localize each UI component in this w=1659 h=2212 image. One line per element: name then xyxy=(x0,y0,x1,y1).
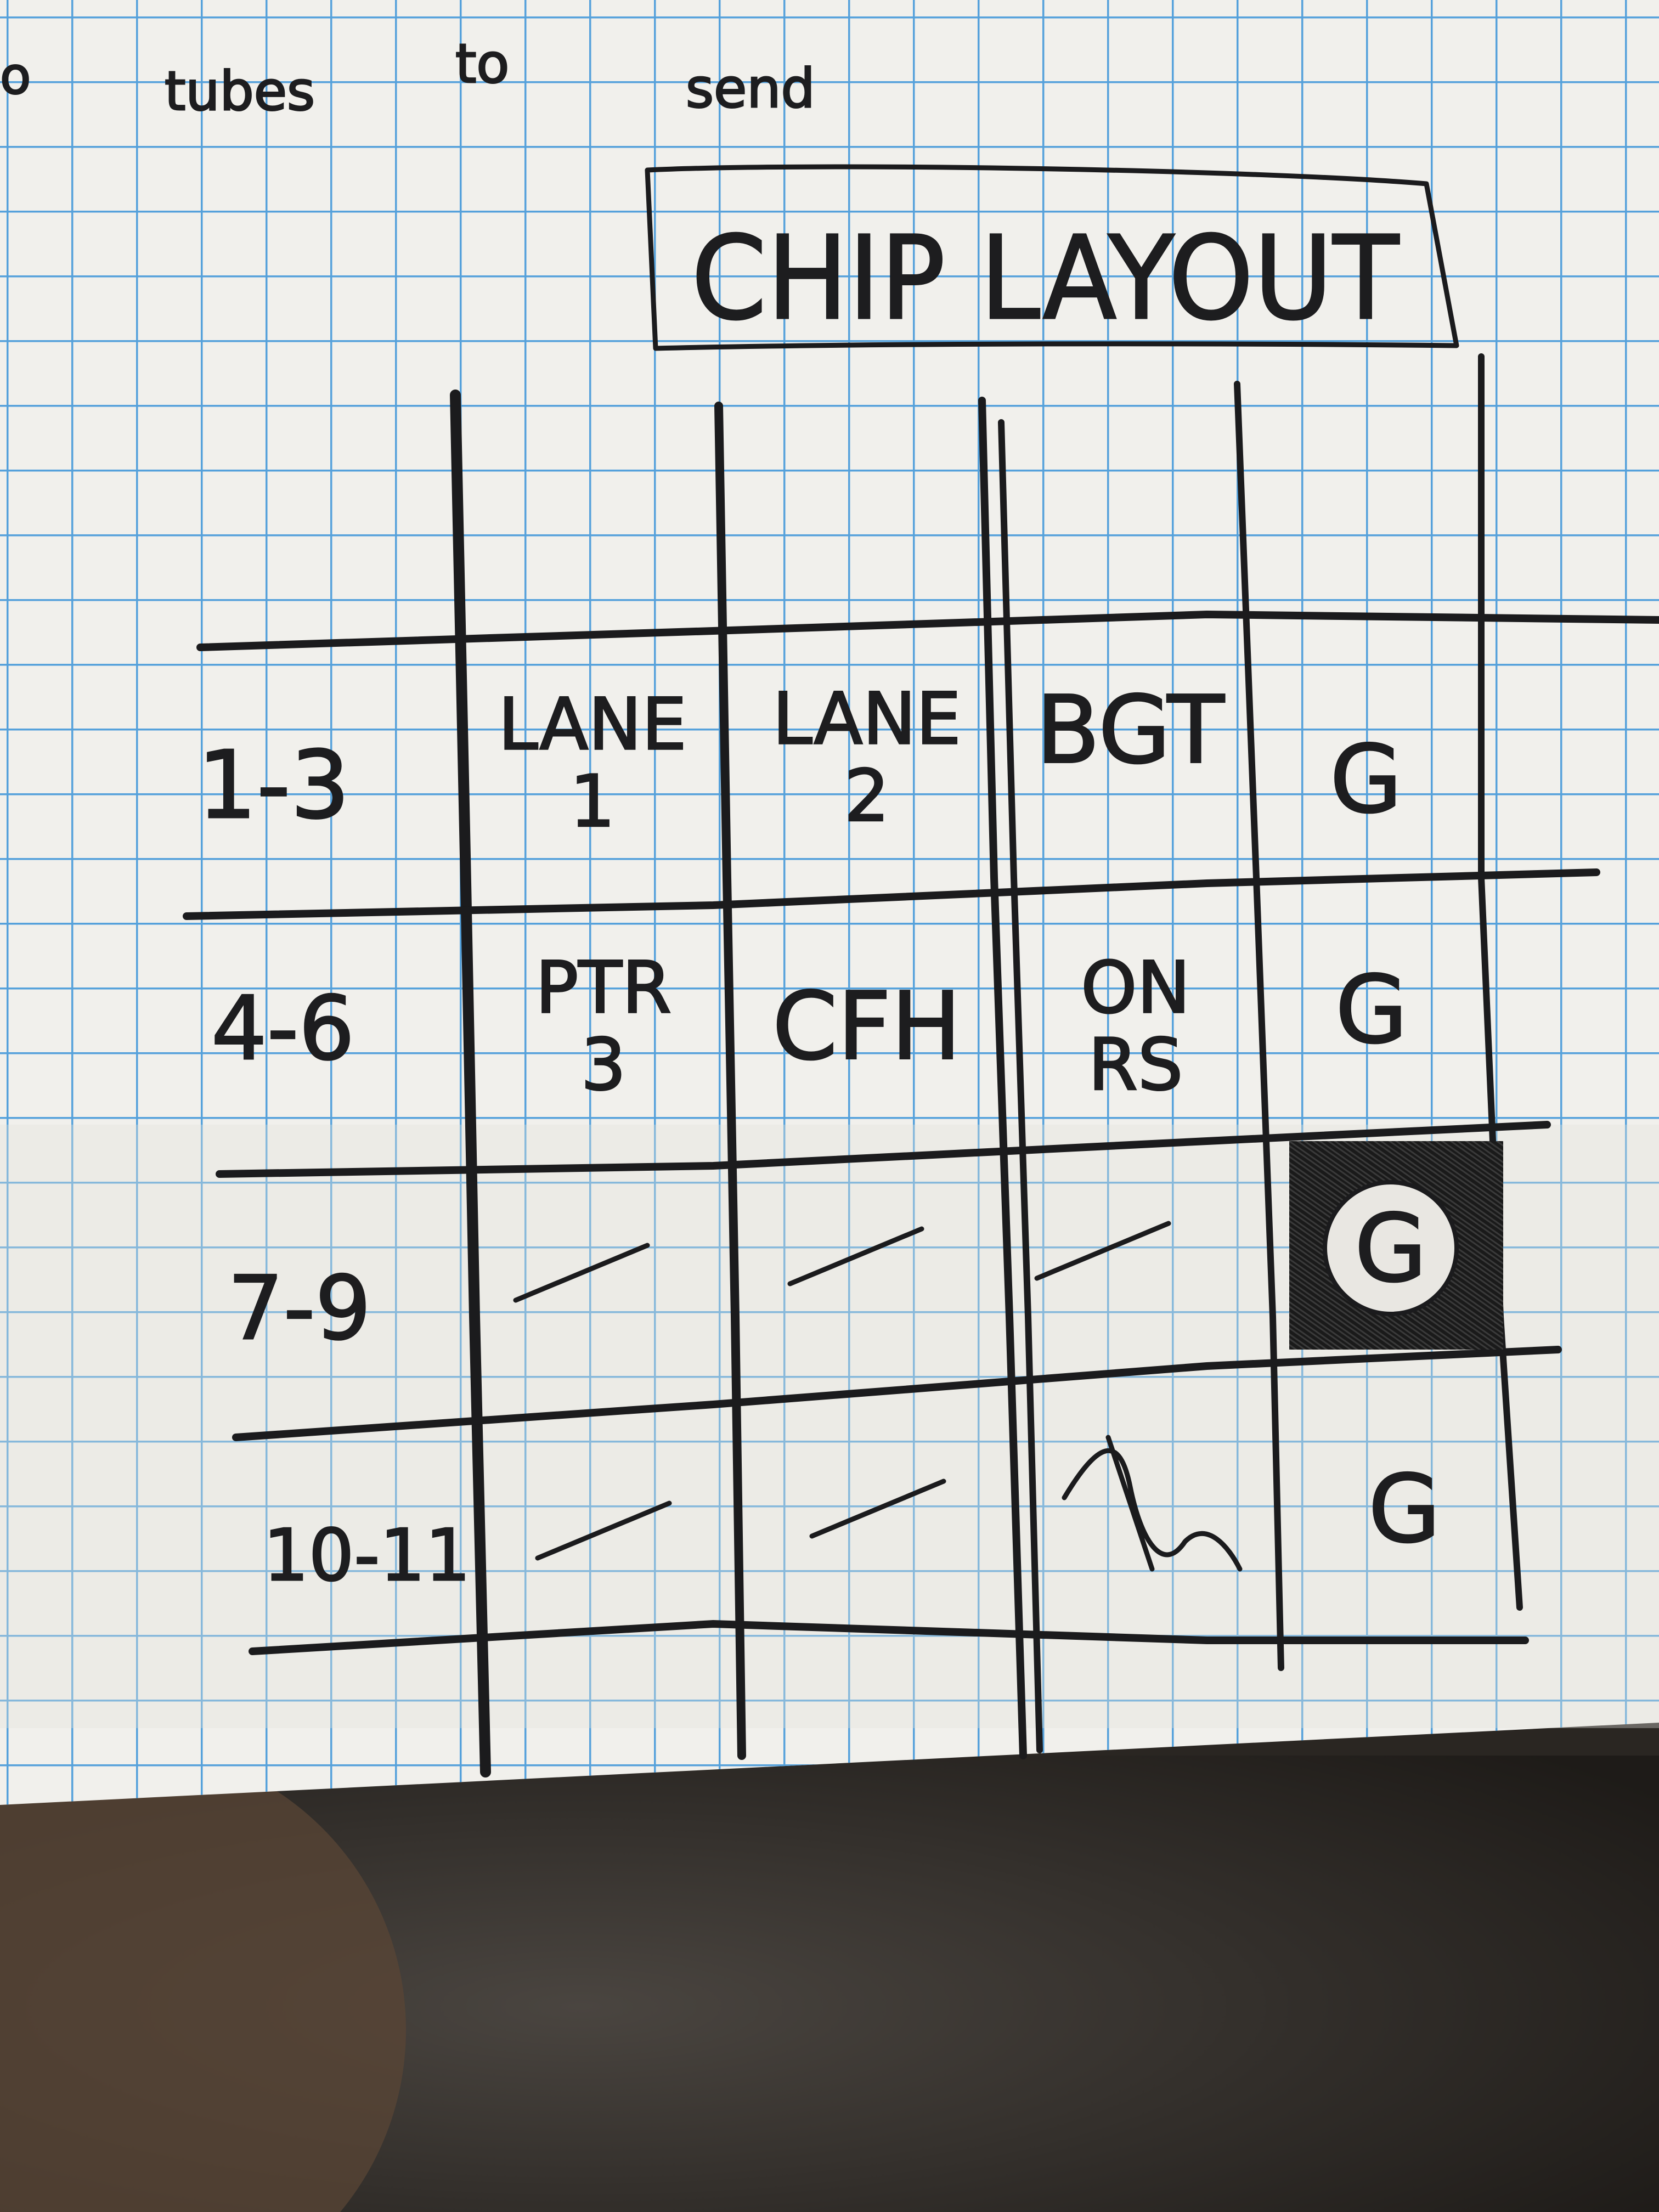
empty-cell-slash xyxy=(809,1479,946,1539)
chip-cell xyxy=(513,1243,650,1303)
row-label: 1-3 xyxy=(198,731,350,840)
empty-cell-slash xyxy=(1034,1221,1171,1281)
chip-cell xyxy=(535,1500,672,1561)
top-note-word: tubes xyxy=(165,60,315,123)
cell-text: G xyxy=(1368,1455,1441,1564)
hand-shadow xyxy=(0,1745,406,2212)
cell-text: 1 xyxy=(570,760,616,843)
cell-text: BGT xyxy=(1036,676,1224,785)
cell-text: G xyxy=(1355,1195,1427,1304)
chip-cell xyxy=(809,1479,946,1539)
row-label: 10-11 xyxy=(263,1514,471,1597)
cell-text: G xyxy=(1335,956,1408,1065)
scribble-mark xyxy=(1062,1435,1243,1572)
row-labels: 1-3 4-6 7-9 10-11 xyxy=(197,731,472,1598)
cell-text: 2 xyxy=(844,754,890,838)
top-note: o tubes to send xyxy=(0,32,816,124)
empty-cell-slash xyxy=(535,1500,672,1561)
top-note-word: to xyxy=(455,33,509,95)
chip-table-grid xyxy=(183,353,1659,1778)
empty-cell-slash xyxy=(513,1243,650,1303)
empty-cell-slash xyxy=(787,1226,924,1286)
cell-text: 3 xyxy=(581,1023,627,1107)
top-note-fragment: o xyxy=(0,47,31,105)
cell-text: RS xyxy=(1088,1023,1183,1107)
chip-cell: BGT xyxy=(1035,675,1226,786)
circled-mark xyxy=(1323,1180,1459,1316)
cell-text: PTR xyxy=(535,946,672,1029)
title-box: CHIP LAYOUT xyxy=(645,164,1459,351)
chip-cell: G xyxy=(1329,725,1403,835)
cell-text: CFH xyxy=(772,973,961,1081)
chip-cell: CFH xyxy=(771,972,962,1082)
row-label: 7-9 xyxy=(228,1257,371,1359)
top-note-word: send xyxy=(686,58,815,120)
cell-text: G xyxy=(1330,726,1402,834)
chip-cell xyxy=(787,1226,924,1286)
chip-cell: G xyxy=(1335,955,1409,1065)
chip-cell: G xyxy=(1368,1454,1442,1565)
cell-text: LANE xyxy=(498,682,687,766)
cell-text: LANE xyxy=(772,677,961,760)
chip-cell xyxy=(1034,1221,1171,1281)
title: CHIP LAYOUT xyxy=(691,211,1400,346)
row-label: 4-6 xyxy=(211,977,354,1080)
chip-cell xyxy=(1062,1435,1243,1572)
cell-text: ON xyxy=(1081,946,1190,1029)
chip-cell: G xyxy=(1289,1141,1503,1350)
